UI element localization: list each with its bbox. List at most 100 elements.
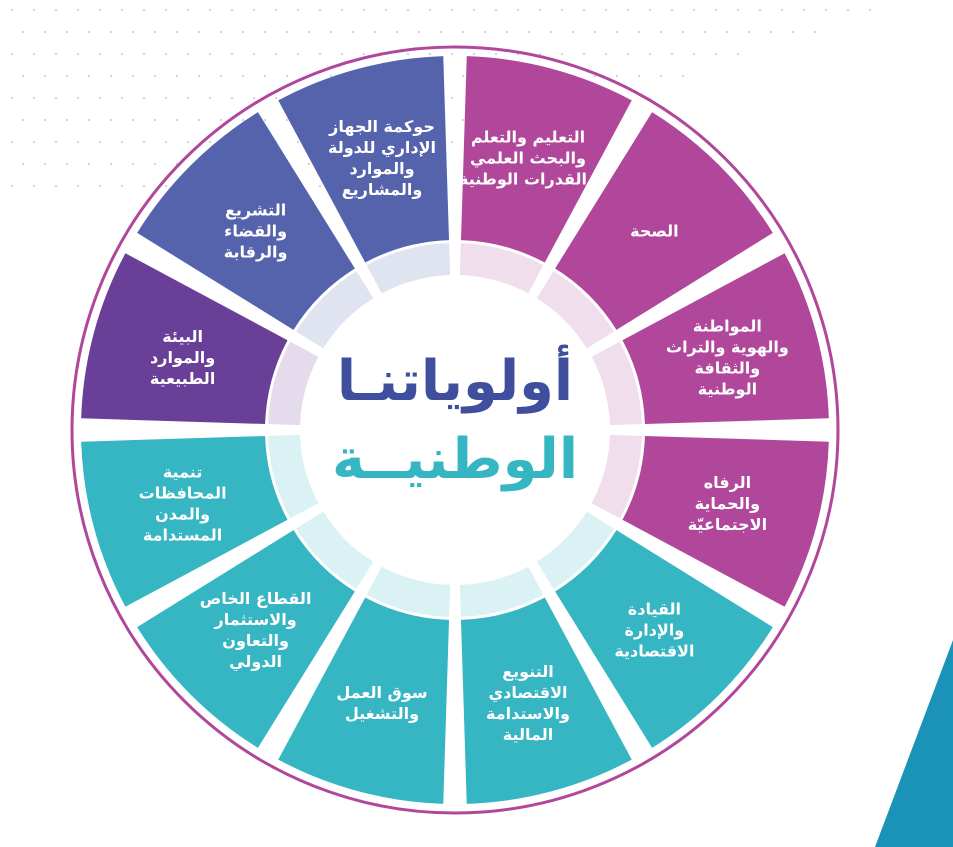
background-dot: [549, 30, 553, 34]
background-dot: [318, 8, 322, 12]
background-dot: [43, 30, 47, 34]
background-dot: [109, 30, 113, 34]
background-dot: [714, 52, 718, 56]
background-dot: [208, 52, 212, 56]
background-dot: [659, 30, 663, 34]
segment-label-line: المالية: [503, 725, 553, 744]
background-dot: [153, 74, 157, 78]
background-dot: [274, 8, 278, 12]
background-dot: [758, 8, 762, 12]
segment-label-line: البيئة: [162, 327, 203, 346]
background-dot: [153, 118, 157, 122]
background-dot: [560, 52, 564, 56]
segment-label-line: والإدارة: [625, 620, 685, 639]
background-dot: [54, 140, 58, 144]
background-dot: [736, 52, 740, 56]
segment-label-7: سوق العمل والتشغيل: [336, 683, 427, 723]
background-dot: [362, 52, 366, 56]
segment-inner-band-2: [526, 271, 614, 359]
background-dot: [428, 52, 432, 56]
outer-ring: [70, 45, 840, 815]
background-dot: [186, 52, 190, 56]
segment-label-line: القطاع الخاص: [200, 589, 312, 608]
segment-label-line: والتشغيل: [345, 704, 419, 723]
background-dot: [175, 30, 179, 34]
segment-label-line: المستدامة: [143, 525, 222, 544]
segment-9: [81, 435, 288, 607]
background-dot: [373, 30, 377, 34]
background-dot: [263, 30, 267, 34]
background-dot: [318, 184, 322, 188]
background-dot: [10, 8, 14, 12]
segment-label-line: والمشاريع: [342, 180, 423, 199]
background-dot: [538, 52, 542, 56]
segment-label-line: الدولي: [229, 652, 282, 672]
segment-2: [555, 112, 773, 330]
background-dot: [637, 74, 641, 78]
background-dot: [54, 184, 58, 188]
background-dot: [219, 74, 223, 78]
background-dot: [32, 96, 36, 100]
background-dot: [98, 8, 102, 12]
background-dot: [725, 30, 729, 34]
background-dot: [780, 8, 784, 12]
background-dot: [340, 52, 344, 56]
segment-label-line: الاقتصادي: [488, 683, 567, 703]
segment-label-line: الطبيعية: [150, 369, 215, 388]
background-dot: [274, 96, 278, 100]
background-dot: [461, 30, 465, 34]
background-dot: [120, 140, 124, 144]
background-dot: [76, 140, 80, 144]
background-dot: [186, 140, 190, 144]
segment-12: [278, 56, 450, 263]
background-dot: [439, 30, 443, 34]
background-dot: [604, 52, 608, 56]
background-dot: [131, 30, 135, 34]
background-dot: [648, 52, 652, 56]
background-dot: [10, 184, 14, 188]
background-dot: [307, 30, 311, 34]
background-dot: [131, 74, 135, 78]
background-dot: [197, 30, 201, 34]
background-dot: [208, 96, 212, 100]
background-dot: [109, 74, 113, 78]
background-dot: [142, 8, 146, 12]
background-dot: [692, 8, 696, 12]
segment-label-line: الإداري للدولة: [328, 138, 436, 158]
background-dot: [472, 8, 476, 12]
background-dot: [208, 8, 212, 12]
segment-7: [278, 597, 450, 804]
background-dot: [98, 140, 102, 144]
background-dot: [307, 162, 311, 166]
segment-label-line: والثقافة: [695, 359, 761, 378]
background-dot: [76, 8, 80, 12]
background-dot: [406, 52, 410, 56]
segment-label-line: القيادة: [628, 599, 681, 618]
segment-1: [460, 56, 632, 263]
background-dot: [395, 30, 399, 34]
background-dot: [263, 118, 267, 122]
background-dot: [527, 30, 531, 34]
background-dot: [164, 8, 168, 12]
background-dot: [21, 74, 25, 78]
background-dot: [87, 118, 91, 122]
background-dot: [571, 30, 575, 34]
segment-label-line: الوطنية: [698, 380, 757, 399]
segment-label-line: سوق العمل: [336, 683, 427, 702]
background-dot: [219, 118, 223, 122]
background-dot: [131, 162, 135, 166]
background-dot: [626, 8, 630, 12]
segment-label-line: التشريع: [225, 201, 286, 220]
background-dot: [76, 52, 80, 56]
segment-label-line: والمدن: [155, 504, 210, 523]
background-dot: [32, 52, 36, 56]
background-dot: [197, 118, 201, 122]
background-dot: [824, 8, 828, 12]
